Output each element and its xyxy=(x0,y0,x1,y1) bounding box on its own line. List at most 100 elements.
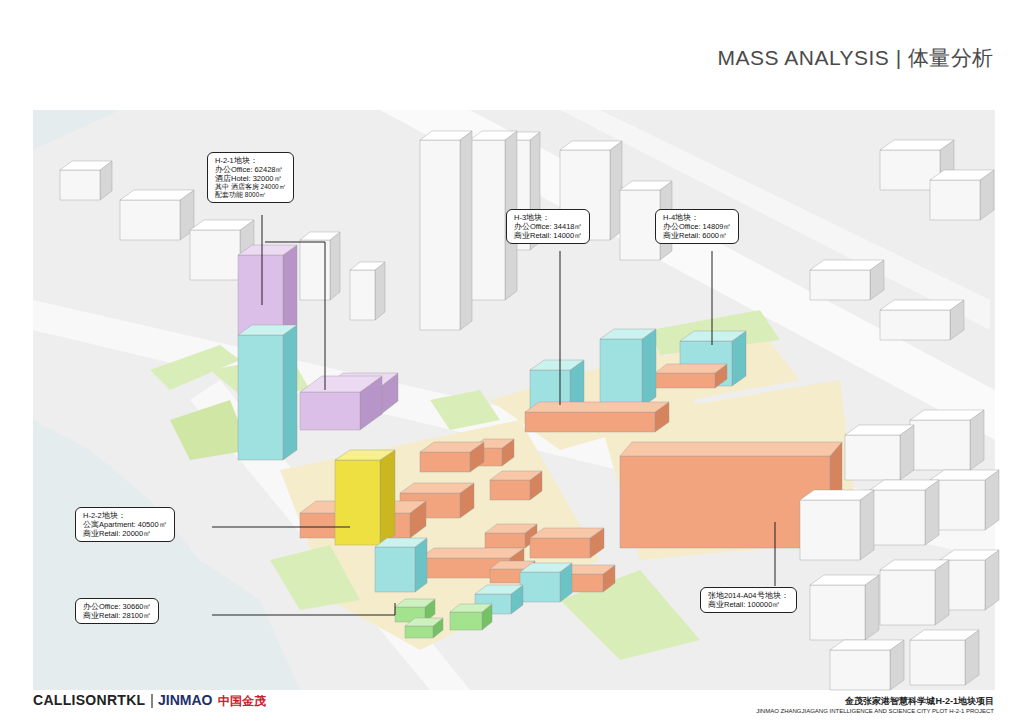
area-text: 酒店Hotel: 32000㎡ xyxy=(215,174,286,183)
mass-face xyxy=(880,570,935,625)
mass-face xyxy=(620,456,830,548)
area-text: 商业Retail: 14000㎡ xyxy=(514,231,582,240)
mass-face xyxy=(860,490,874,560)
mass-face xyxy=(490,569,525,583)
area-text: 公寓Apartment: 40500㎡ xyxy=(83,520,167,529)
green-space xyxy=(430,390,500,430)
mass-face xyxy=(880,140,954,150)
mass-face xyxy=(420,452,470,472)
callout-box: 张地2014-A04号地块：商业Retail: 100000㎡ xyxy=(700,587,797,613)
mass-face xyxy=(530,360,584,370)
mass-face xyxy=(800,490,874,500)
mass-face xyxy=(120,200,180,240)
mass-face xyxy=(420,131,472,140)
mass-face xyxy=(420,442,484,452)
mass-face xyxy=(420,548,524,558)
leader-line xyxy=(560,251,561,405)
mass-face xyxy=(910,420,970,470)
mass-face xyxy=(930,180,980,220)
mass-face xyxy=(450,604,492,612)
mass-face xyxy=(910,640,965,685)
mass-face xyxy=(375,262,385,320)
mass-face xyxy=(283,245,297,335)
mass-face xyxy=(880,300,964,310)
plot-heading: H-3地块： xyxy=(514,213,582,222)
mass-face xyxy=(910,410,984,420)
leader-line xyxy=(212,603,395,615)
callout-box: H-2-2地块：公寓Apartment: 40500㎡商业Retail: 200… xyxy=(75,507,175,542)
leader-line xyxy=(212,527,350,528)
area-text: 办公Office: 30660㎡ xyxy=(83,602,151,611)
mass-face xyxy=(865,575,879,640)
mass-face xyxy=(238,325,297,335)
mass-face xyxy=(405,618,443,626)
mass-face xyxy=(238,255,283,335)
mass-face xyxy=(470,140,505,300)
mass-face xyxy=(450,612,482,630)
mass-face xyxy=(375,538,427,547)
mass-face xyxy=(810,270,870,300)
leader-line xyxy=(262,215,263,305)
mass-face xyxy=(910,630,979,640)
mass-face xyxy=(985,470,999,530)
mass-face xyxy=(470,131,517,140)
mass-face xyxy=(400,483,474,493)
road xyxy=(380,110,995,440)
mass-face xyxy=(525,402,669,412)
mass-face xyxy=(300,376,382,392)
mass-face xyxy=(620,442,842,456)
area-text: 张地2014-A04号地块： xyxy=(708,591,789,600)
green-space xyxy=(270,545,360,610)
callout-box: H-3地块：办公Office: 34418㎡商业Retail: 14000㎡ xyxy=(506,209,590,244)
mass-face xyxy=(330,232,340,300)
mass-face xyxy=(940,550,999,560)
mass-face xyxy=(238,335,283,460)
mass-face xyxy=(600,329,656,339)
area-text: 办公Office: 14809㎡ xyxy=(663,222,731,231)
mass-face xyxy=(985,550,999,610)
mass-face xyxy=(870,490,925,545)
mass-face xyxy=(810,585,865,640)
plot-heading: H-2-1地块： xyxy=(215,156,286,165)
mass-face xyxy=(380,450,395,545)
area-text: 办公Office: 34418㎡ xyxy=(514,222,582,231)
mass-face xyxy=(350,262,385,270)
area-text: 商业Retail: 100000㎡ xyxy=(708,600,789,609)
callout-box: 办公Office: 30660㎡商业Retail: 28100㎡ xyxy=(75,598,159,624)
logo-divider xyxy=(151,694,152,708)
mass-face xyxy=(642,329,656,407)
mass-face xyxy=(335,460,380,545)
river xyxy=(33,110,120,150)
project-caption: JINMAO ZHANGJIAGANG INTELLIGENCE AND SCI… xyxy=(756,708,994,714)
mass-face xyxy=(830,640,904,650)
leader-line xyxy=(775,522,776,586)
mass-face xyxy=(60,161,112,170)
area-text: 商业Retail: 6000㎡ xyxy=(663,231,731,240)
leader-line xyxy=(265,242,325,390)
callout-box: H-2-1地块：办公Office: 62428㎡酒店Hotel: 32000㎡其… xyxy=(207,152,294,203)
mass-face xyxy=(525,412,655,432)
area-text: 商业Retail: 20000㎡ xyxy=(83,529,167,538)
mass-face xyxy=(300,232,340,240)
mass-face xyxy=(283,325,297,460)
mass-face xyxy=(335,450,395,460)
plot-heading: H-2-2地块： xyxy=(83,511,167,520)
site-ground xyxy=(33,110,995,690)
building-masses xyxy=(60,131,999,690)
mass-face xyxy=(475,585,523,594)
mass-face xyxy=(190,230,240,280)
mass-face xyxy=(810,260,884,270)
mass-face xyxy=(935,560,949,625)
project-caption: 金茂张家港智慧科学城H-2-1地块项目 xyxy=(845,695,994,708)
green-space xyxy=(150,345,240,390)
mass-face xyxy=(845,425,914,435)
mass-face xyxy=(620,190,660,260)
mass-face xyxy=(460,131,472,330)
mass-face xyxy=(375,547,415,592)
mass-face xyxy=(830,650,890,690)
mass-face xyxy=(655,364,727,373)
mass-face xyxy=(970,410,984,470)
mass-face xyxy=(880,310,950,340)
area-text: 其中 酒店客房 24000㎡ xyxy=(215,183,286,191)
mass-face xyxy=(60,170,100,200)
